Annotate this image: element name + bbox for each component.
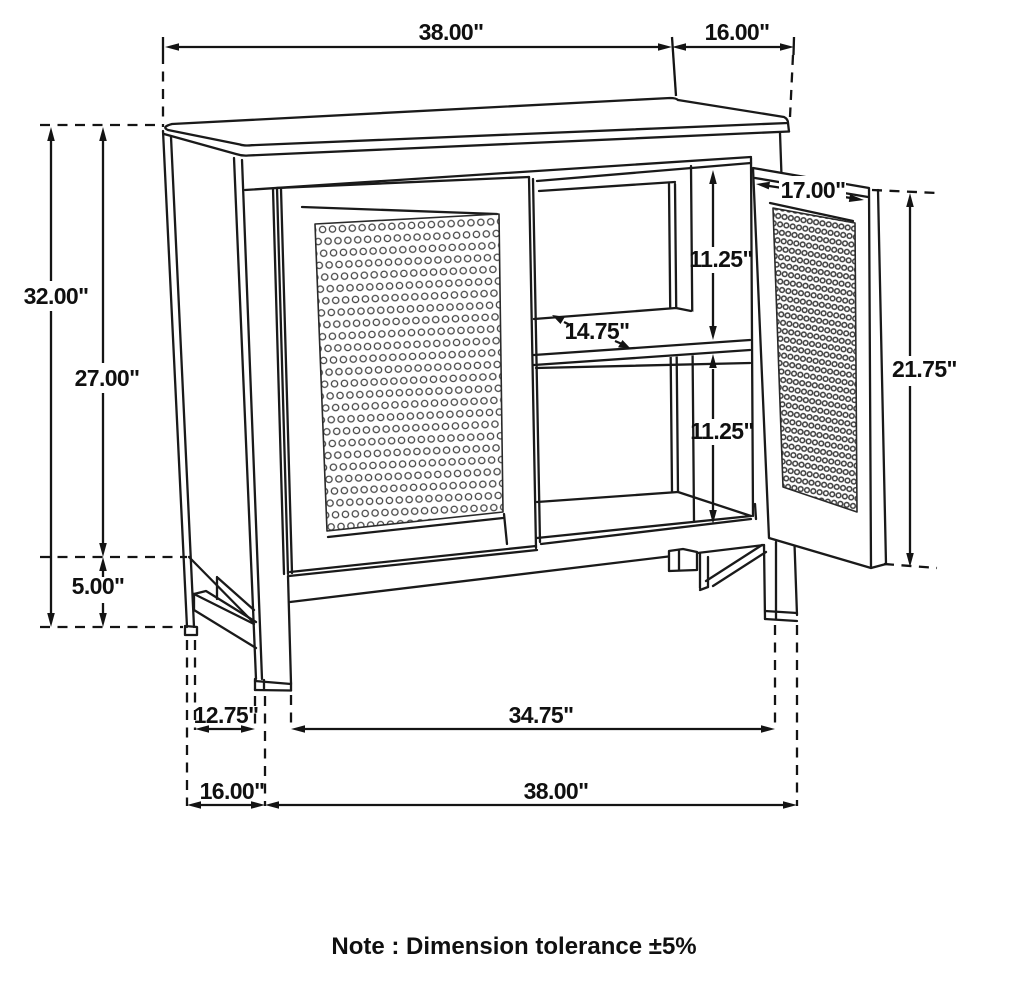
svg-text:38.00": 38.00"	[419, 19, 484, 45]
svg-text:11.25": 11.25"	[689, 246, 753, 272]
svg-text:14.75": 14.75"	[565, 318, 630, 344]
svg-text:21.75": 21.75"	[892, 356, 957, 382]
svg-text:11.25": 11.25"	[690, 418, 754, 444]
svg-text:5.00": 5.00"	[72, 573, 125, 599]
svg-text:34.75": 34.75"	[509, 702, 574, 728]
svg-text:Note : Dimension tolerance ±5%: Note : Dimension tolerance ±5%	[331, 933, 696, 960]
svg-text:16.00": 16.00"	[200, 778, 265, 804]
svg-text:12.75": 12.75"	[194, 702, 259, 728]
svg-text:38.00": 38.00"	[524, 778, 589, 804]
svg-text:17.00": 17.00"	[781, 177, 846, 203]
svg-text:27.00": 27.00"	[75, 365, 140, 391]
svg-text:32.00": 32.00"	[24, 283, 89, 309]
svg-text:16.00": 16.00"	[705, 19, 770, 45]
